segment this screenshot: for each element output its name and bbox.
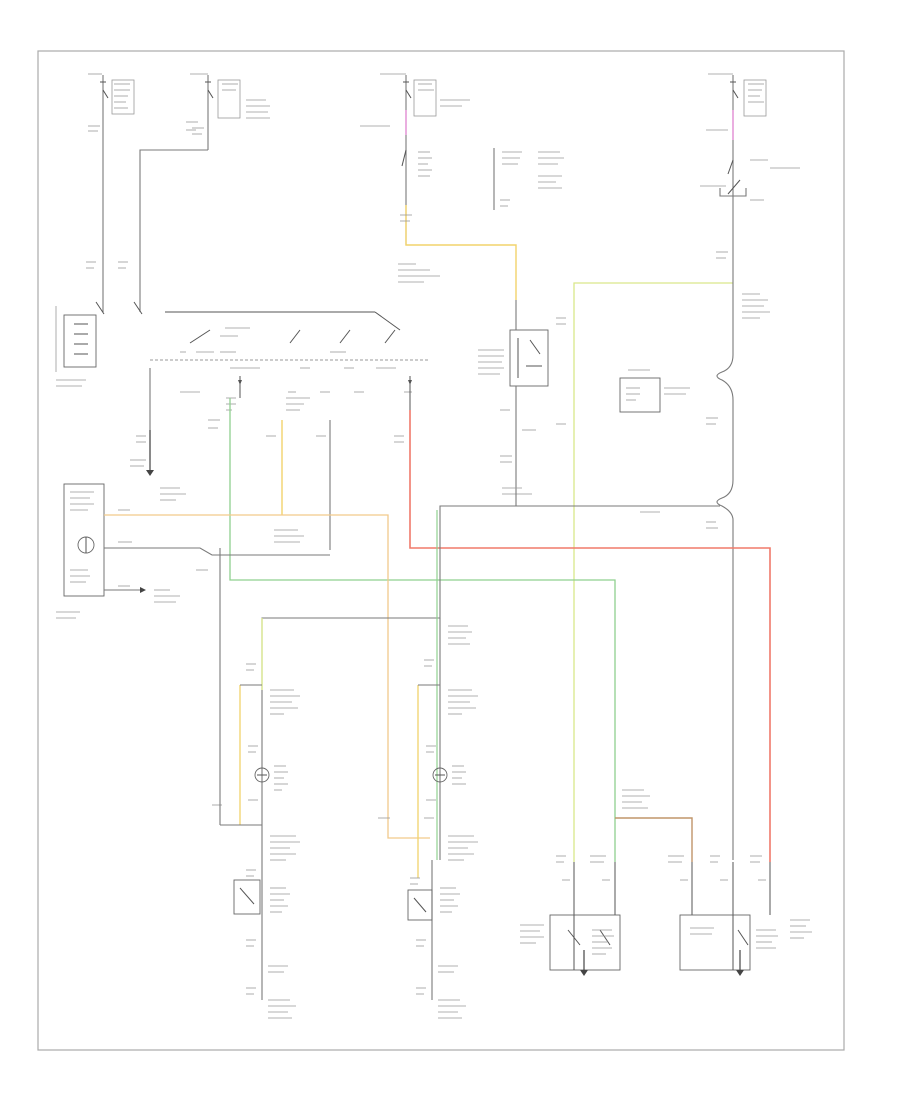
diagram-frame (37, 50, 845, 1051)
fuse-group-top-right (556, 73, 800, 862)
misc-labels (86, 121, 566, 425)
bottom-right-modules (520, 789, 812, 976)
left-headlamp-circuit (212, 548, 300, 1019)
relay (478, 148, 564, 495)
switch-output-wires (149, 368, 771, 862)
fuse-group-top-left-2 (139, 73, 270, 300)
right-headlamp-circuit (378, 684, 478, 1019)
left-connector (56, 483, 430, 839)
headlamp-switch (55, 300, 143, 387)
center-branch (261, 490, 720, 860)
ground-upper-left (130, 430, 186, 501)
dimmer-switch (150, 311, 430, 443)
fuse-group-top-left (88, 73, 135, 300)
fuse-group-top-center (360, 73, 517, 300)
